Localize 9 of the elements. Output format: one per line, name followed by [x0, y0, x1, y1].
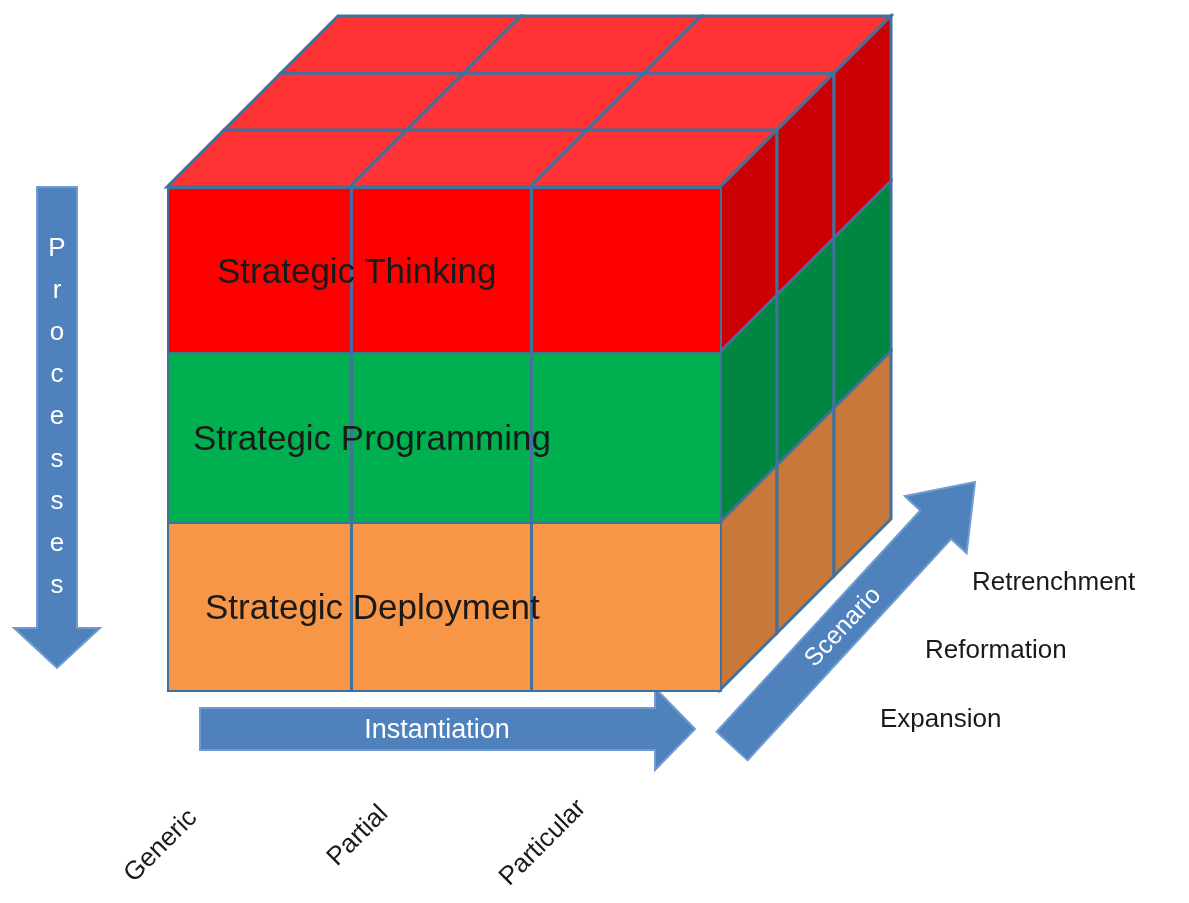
axis-label: Instantiation — [364, 713, 510, 745]
scenario-label: Retrenchment — [972, 566, 1136, 597]
layer-label: Strategic Programming — [193, 418, 551, 458]
axis-label: Processes — [47, 231, 67, 601]
scenario-label: Reformation — [925, 634, 1067, 665]
layer-band — [167, 187, 722, 354]
layer-band — [167, 352, 722, 524]
scenario-label: Expansion — [880, 703, 1002, 734]
layer-band — [167, 522, 722, 692]
